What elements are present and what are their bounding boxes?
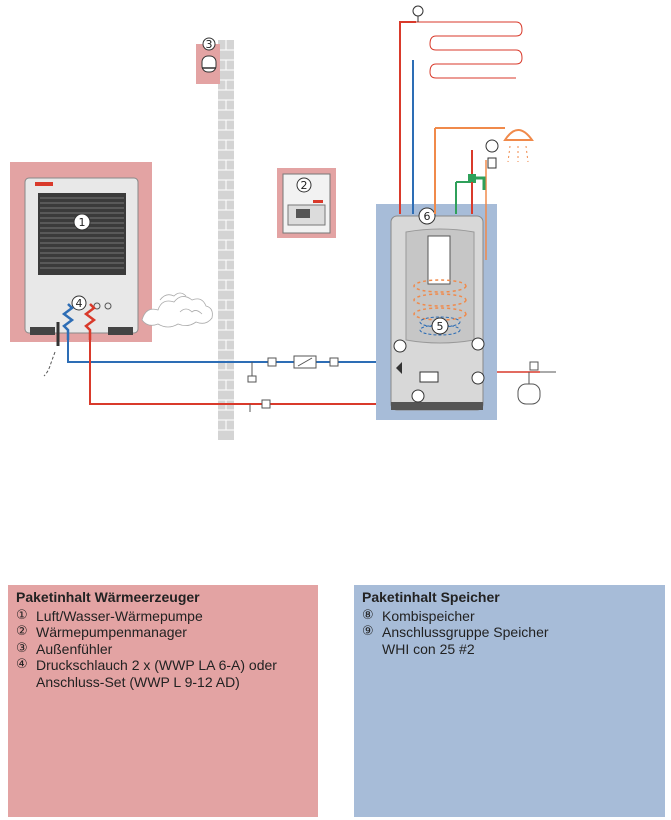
item-number: ⑨ [362, 624, 374, 639]
cold-water-tap [468, 174, 486, 190]
item-text: Kombispeicher [382, 607, 475, 624]
heat-pump-unit: 1 4 [10, 162, 152, 342]
item-number: ⑧ [362, 607, 374, 623]
list-item: ⑨ Anschlussgruppe Speicher [362, 624, 657, 641]
system-schematic: 3 2 1 4 [10, 5, 556, 440]
list-item: ③ Außenfühler [16, 641, 310, 658]
item-number: ② [16, 624, 28, 639]
list-item: ⑧ Kombispeicher [362, 608, 657, 625]
outdoor-sensor: 3 [196, 37, 220, 84]
item-number: ① [16, 607, 28, 623]
item-text: Anschlussgruppe Speicher [382, 624, 549, 640]
callout-1: 1 [79, 216, 86, 229]
pressure-hoses [43, 303, 97, 377]
radiator [399, 5, 523, 79]
callout-2: 2 [301, 179, 308, 192]
expansion-vessel [497, 361, 556, 405]
item-number: ④ [16, 657, 28, 672]
item-text: Luft/Wasser-Wärmepumpe [36, 607, 203, 624]
storage-package-title: Paketinhalt Speicher [362, 589, 500, 605]
item-text: Druckschlauch 2 x (WWP LA 6-A) oder [36, 657, 277, 673]
storage-tank: 6 5 [376, 204, 497, 420]
house-wall [218, 40, 234, 440]
item-text: Außenfühler [36, 640, 113, 657]
list-item: ① Luft/Wasser-Wärmepumpe [16, 608, 310, 625]
list-item: ② Wärmepumpenmanager [16, 624, 310, 641]
list-item: ④ Druckschlauch 2 x (WWP LA 6-A) oder [16, 657, 310, 674]
heat-pump-manager: 2 [277, 168, 336, 238]
shower-outlet [485, 127, 534, 169]
exhaust-air-cloud [141, 292, 213, 328]
callout-6: 6 [424, 210, 431, 223]
item-continuation: WHI con 25 #2 [382, 640, 475, 657]
item-number: ③ [16, 640, 28, 656]
item-continuation: Anschluss-Set (WWP L 9-12 AD) [36, 673, 240, 690]
generator-package-title: Paketinhalt Wärmeerzeuger [16, 589, 200, 605]
callout-5: 5 [437, 320, 444, 333]
generator-package-panel: Paketinhalt Wärmeerzeuger ① Luft/Wasser-… [8, 585, 318, 817]
callout-3: 3 [206, 38, 213, 51]
item-text: Wärmepumpenmanager [36, 624, 187, 640]
pipe-fittings [247, 355, 339, 412]
callout-4: 4 [76, 297, 83, 310]
storage-package-panel: Paketinhalt Speicher ⑧ Kombispeicher ⑨ A… [354, 585, 665, 817]
